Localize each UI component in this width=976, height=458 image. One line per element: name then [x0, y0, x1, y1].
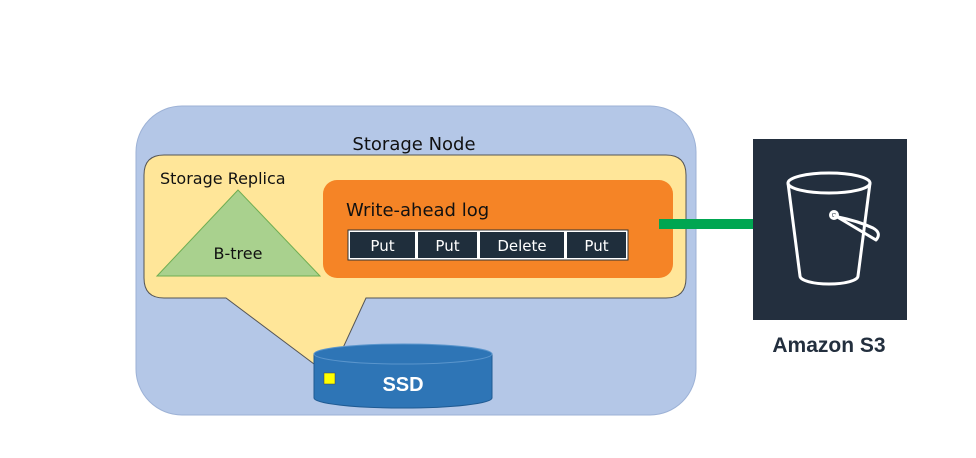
log-entry-put-2 [418, 232, 477, 258]
amazon-s3-label: Amazon S3 [772, 334, 885, 357]
ssd-label: SSD [382, 374, 423, 396]
write-ahead-log-label: Write-ahead log [346, 200, 489, 221]
log-entry-label: Delete [497, 237, 546, 255]
log-entry-label: Put [584, 237, 608, 255]
ssd-marker [323, 372, 336, 385]
log-entry-put-1 [350, 232, 415, 258]
log-entry-put-3 [567, 232, 626, 258]
bucket-icon [786, 171, 880, 286]
log-entries: Put Put Delete Put [347, 229, 629, 261]
ssd-cylinder: SSD [313, 343, 493, 409]
btree-triangle [155, 189, 322, 277]
btree-label: B-tree [214, 244, 263, 263]
log-entry-label: Put [435, 237, 459, 255]
log-entry-delete [480, 232, 564, 258]
log-entry-label: Put [370, 237, 394, 255]
write-ahead-log-box [323, 180, 673, 278]
storage-replica-label: Storage Replica [160, 169, 286, 188]
amazon-s3-tile [753, 139, 907, 320]
storage-node-label: Storage Node [352, 134, 475, 155]
